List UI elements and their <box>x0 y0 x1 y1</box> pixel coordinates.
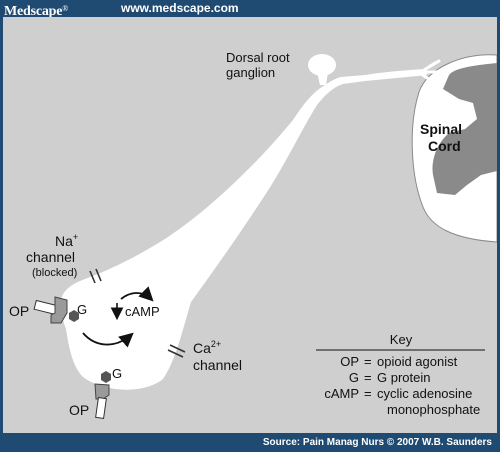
upper-opioid-receptor <box>33 296 79 324</box>
registered-mark: ® <box>62 4 69 13</box>
medscape-logo[interactable]: Medscape® <box>4 0 68 20</box>
na-blocked-label: (blocked) <box>32 267 77 279</box>
key-row-eq: = <box>364 386 372 401</box>
header-bar: Medscape® www.medscape.com <box>0 0 500 20</box>
ca-channel-label: Ca2+ <box>193 339 221 356</box>
sodium-channel <box>89 268 102 284</box>
inhibition-arrow-bottom <box>82 332 134 348</box>
calcium-channel <box>167 344 186 358</box>
na-channel-word: channel <box>26 249 75 265</box>
g-label-upper: G <box>77 302 87 317</box>
ca-text: Ca <box>193 340 211 356</box>
receptor-shape <box>50 296 68 324</box>
neuron <box>60 54 441 390</box>
axon-terminal-branches <box>419 59 441 85</box>
footer-bar: Source: Pain Manag Nurs © 2007 W.B. Saun… <box>0 433 500 452</box>
g-label-lower: G <box>112 366 122 381</box>
na-sup: + <box>73 232 78 242</box>
brand-name: Medscape <box>4 4 63 19</box>
spinal-cord <box>411 54 497 243</box>
camp-label: cAMP <box>125 304 160 319</box>
opioid-agonist-shape-lower <box>95 396 107 420</box>
op-label-upper: OP <box>9 303 29 319</box>
g-protein-hexagon <box>69 310 79 322</box>
key-legend: Key OP = opioid agonist G = G protein cA… <box>316 332 485 417</box>
inhibition-arrow-top <box>120 286 154 302</box>
neuron-body <box>60 69 427 390</box>
key-row-desc: G protein <box>377 370 430 385</box>
key-title: Key <box>390 332 413 347</box>
key-row-abbr: G <box>349 370 359 385</box>
drg-label-line1: Dorsal root <box>226 50 290 65</box>
ca-sup: 2+ <box>211 339 221 349</box>
lower-opioid-receptor <box>94 371 111 420</box>
source-credit: Source: Pain Manag Nurs © 2007 W.B. Saun… <box>262 437 492 448</box>
key-row-eq: = <box>364 354 372 369</box>
diagram-panel: Dorsal root ganglion Spinal Cord Na+ cha… <box>3 17 497 433</box>
key-row-abbr: OP <box>340 354 359 369</box>
ca-channel-word: channel <box>193 357 242 373</box>
na-channel-label: Na+ <box>55 232 78 249</box>
key-row-eq: = <box>364 370 372 385</box>
key-row-desc: opioid agonist <box>377 354 458 369</box>
cord-gray-matter <box>432 63 497 195</box>
cord-label-line2: Cord <box>428 138 461 154</box>
cord-label-line1: Spinal <box>420 121 462 137</box>
na-text: Na <box>55 233 73 249</box>
receptor-shape-lower <box>94 383 110 400</box>
g-protein-hexagon-lower <box>101 371 111 383</box>
ganglion-cell-body <box>308 54 336 76</box>
key-row-desc: cyclic adenosine <box>377 386 472 401</box>
key-row-continuation: monophosphate <box>387 402 480 417</box>
key-row-abbr: cAMP <box>324 386 359 401</box>
site-url-link[interactable]: www.medscape.com <box>121 1 239 15</box>
opioid-agonist-shape <box>33 299 59 316</box>
neuron-diagram: Dorsal root ganglion Spinal Cord Na+ cha… <box>9 50 497 420</box>
ganglion-stalk <box>317 72 328 85</box>
drg-label-line2: ganglion <box>226 65 275 80</box>
op-label-lower: OP <box>69 402 89 418</box>
